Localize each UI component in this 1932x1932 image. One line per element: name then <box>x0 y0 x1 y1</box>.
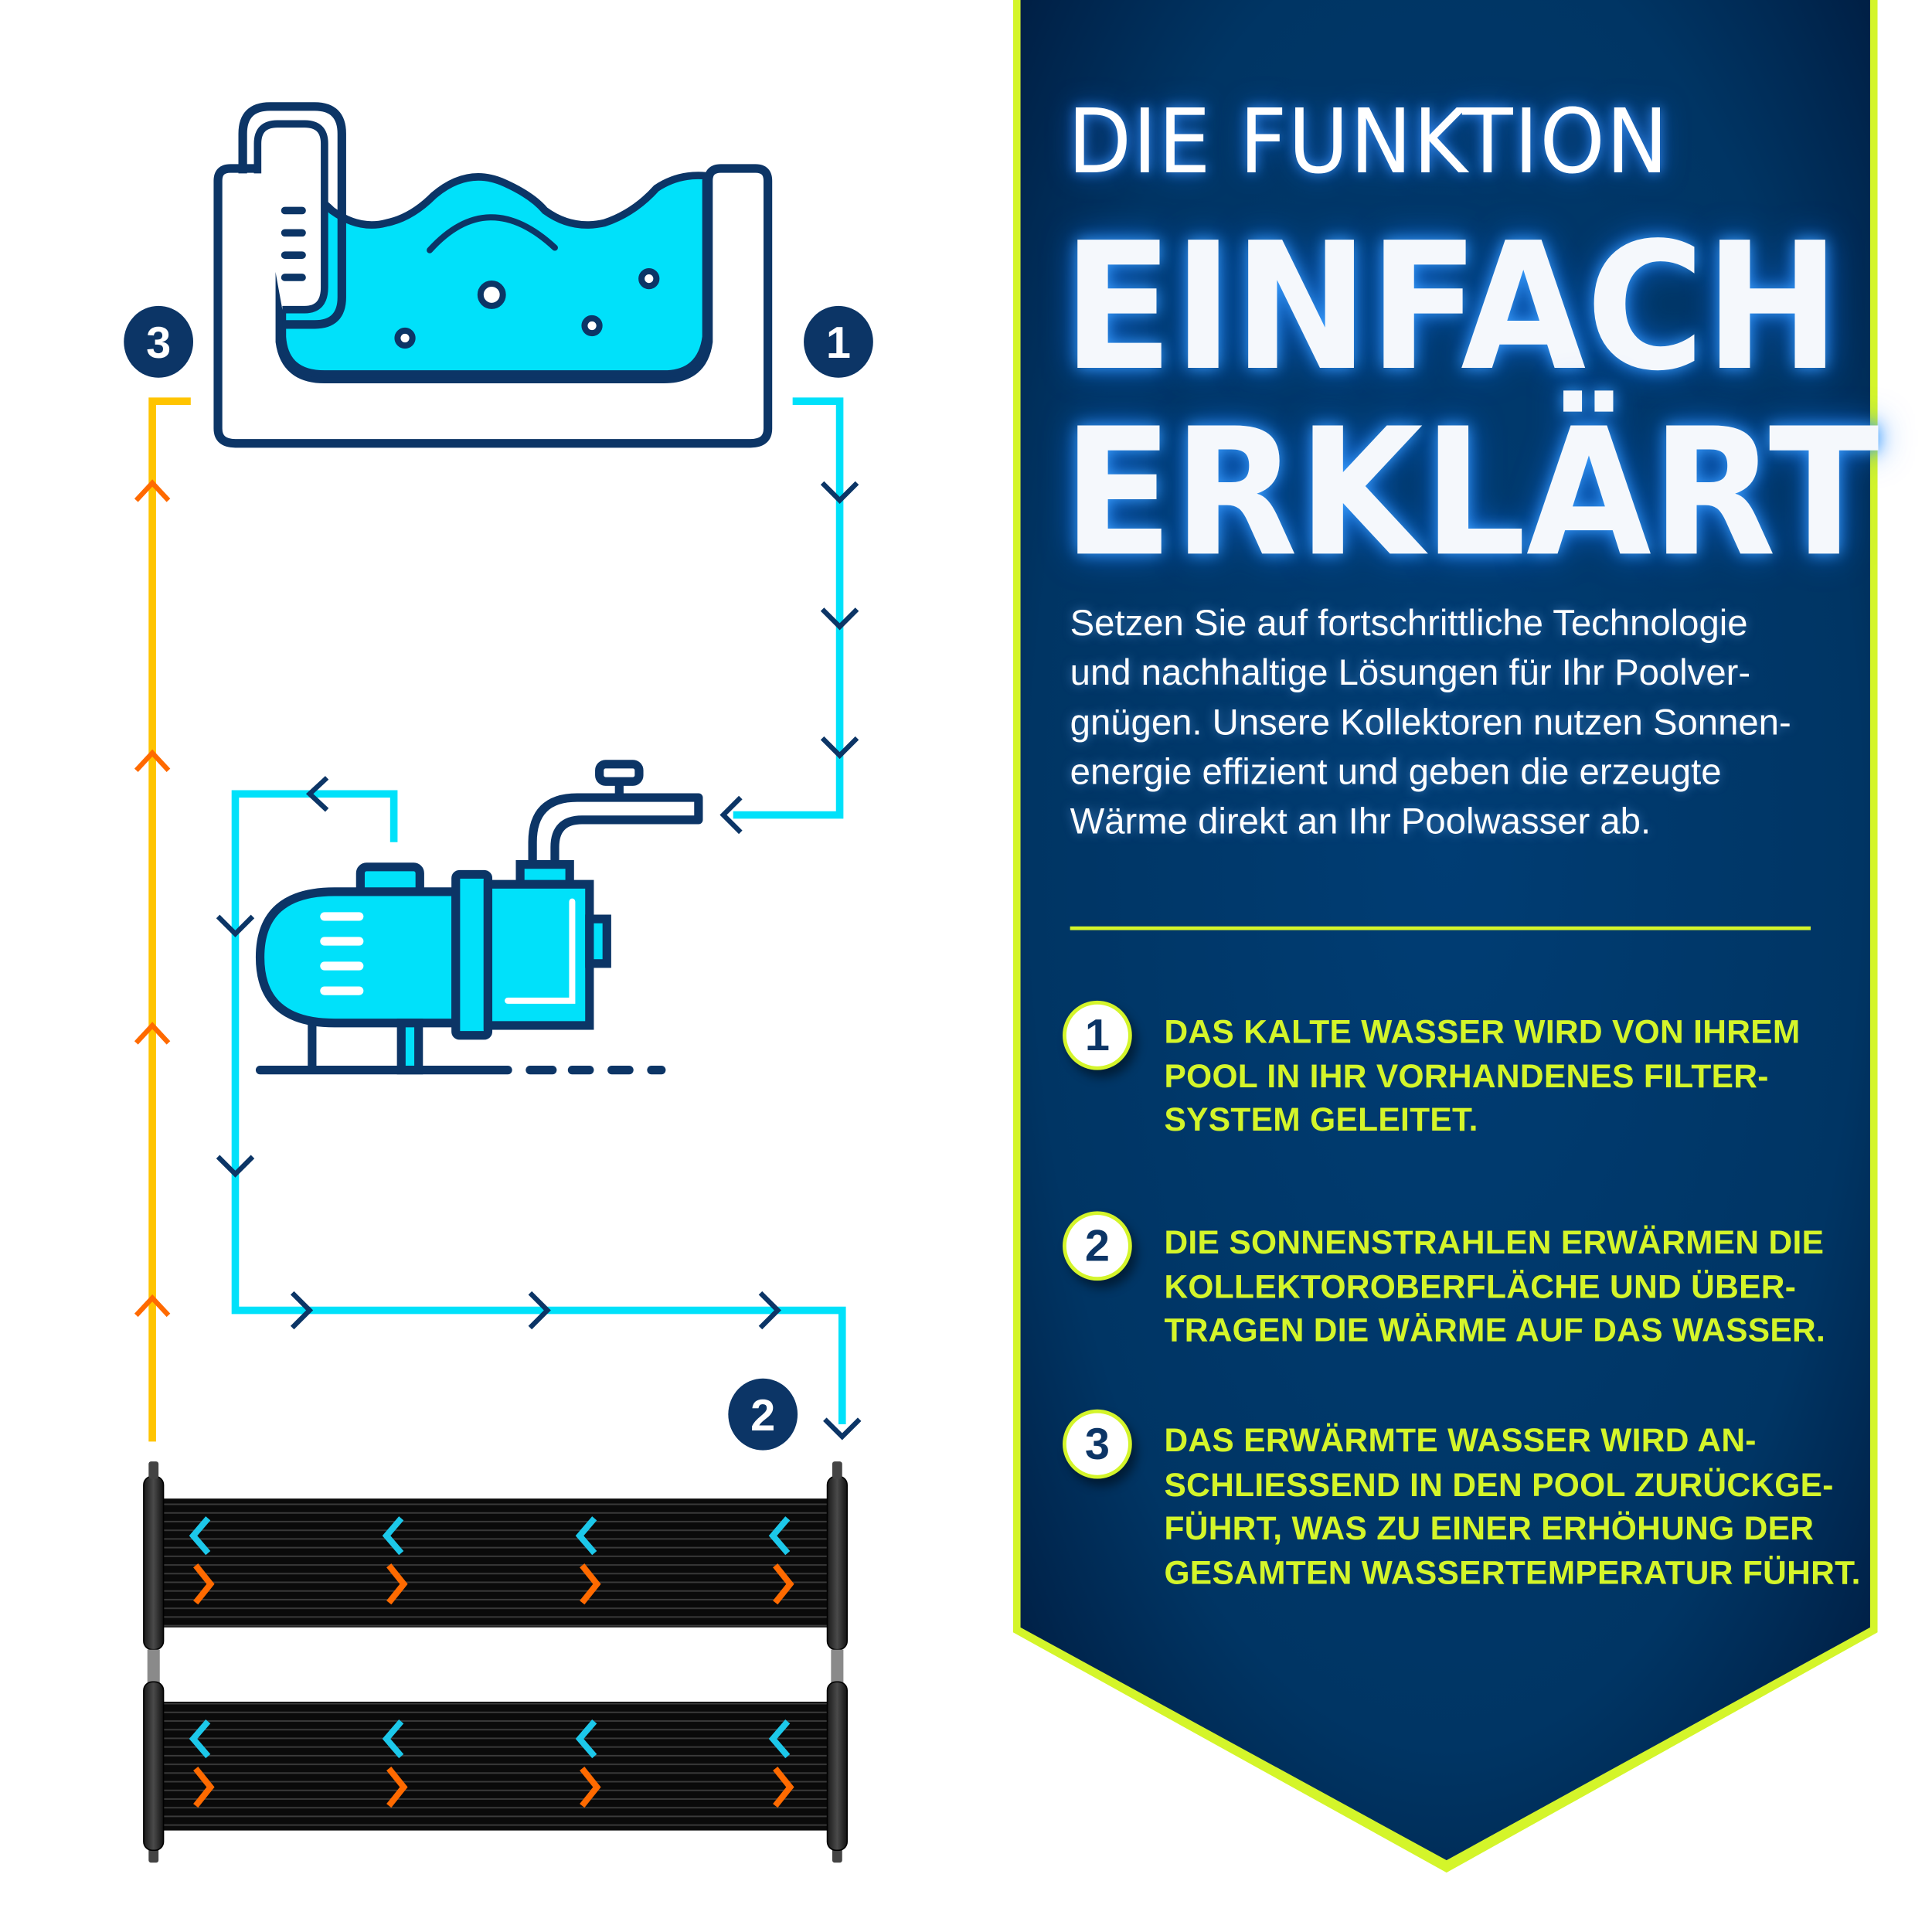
step-number-badge: 3 <box>1063 1409 1132 1479</box>
solar-panel-top <box>143 1475 848 1651</box>
intro-line: gnügen. Unsere Kollektoren nutzen Sonnen… <box>1070 702 1791 743</box>
pool-icon <box>213 102 773 448</box>
solar-panel-bottom <box>143 1681 848 1852</box>
step-line: SYSTEM GELEITET. <box>1164 1100 1478 1138</box>
svg-text:1: 1 <box>826 318 851 368</box>
step-number-badge: 1 <box>1063 1000 1132 1070</box>
step-line: GESAMTEN WASSERTEMPERATUR FÜHRT. <box>1164 1553 1861 1591</box>
step-line: DAS KALTE WASSER WIRD VON IHREM <box>1164 1012 1801 1051</box>
intro-line: Wärme direkt an Ihr Poolwasser ab. <box>1070 801 1651 842</box>
step-line: TRAGEN DIE WÄRME AUF DAS WASSER. <box>1164 1311 1826 1349</box>
step-text: DAS KALTE WASSER WIRD VON IHREM POOL IN … <box>1164 1011 1800 1143</box>
badge-collector-inlet: 2 <box>728 1378 798 1451</box>
solar-collector-icon <box>143 1461 848 1863</box>
intro-line: und nachhaltige Lösungen für Ihr Poolver… <box>1070 652 1751 694</box>
step-line: FÜHRT, WAS ZU EINER ERHÖHUNG DER <box>1164 1509 1815 1547</box>
pump-icon <box>255 760 703 1075</box>
cold-flow-line-pool-to-pump <box>719 397 859 835</box>
cold-flow-line-pump-to-collector <box>216 776 862 1440</box>
step-number-badge: 2 <box>1063 1211 1132 1281</box>
collector-connectors <box>147 1461 844 1863</box>
collector-flow-arrows <box>189 1516 794 1808</box>
intro-paragraph: Setzen Sie auf fortschrittliche Technolo… <box>1070 600 1851 848</box>
badge-pool-outlet: 1 <box>804 305 873 378</box>
warm-flow-line-collector-to-pool <box>134 397 191 1442</box>
divider <box>1070 926 1811 930</box>
step-line: POOL IN IHR VORHANDENES FILTER- <box>1164 1056 1769 1094</box>
intro-line: Setzen Sie auf fortschrittliche Technolo… <box>1070 603 1748 645</box>
step-text: DAS ERWÄRMTE WASSER WIRD AN- SCHLIESSEND… <box>1164 1420 1860 1596</box>
step-line: DIE SONNENSTRAHLEN ERWÄRMEN DIE <box>1164 1223 1825 1261</box>
svg-text:3: 3 <box>146 318 171 368</box>
step-text: DIE SONNENSTRAHLEN ERWÄRMEN DIE KOLLEKTO… <box>1164 1221 1825 1353</box>
title-small: DIE FUNKTION <box>1067 89 1670 194</box>
title-big-line1: EINFACH <box>1063 206 1841 410</box>
badge-pool-return: 3 <box>124 305 194 378</box>
step-line: SCHLIESSEND IN DEN POOL ZURÜCKGE- <box>1164 1465 1834 1503</box>
banner-shape <box>1012 0 1878 1873</box>
intro-line: energie effizient und geben die erzeugte <box>1070 751 1722 793</box>
step-line: DAS ERWÄRMTE WASSER WIRD AN- <box>1164 1421 1757 1459</box>
step-line: KOLLEKTOROBERFLÄCHE UND ÜBER- <box>1164 1267 1797 1305</box>
svg-text:2: 2 <box>750 1391 775 1440</box>
title-big-line2: ERKLÄRT <box>1063 391 1879 596</box>
